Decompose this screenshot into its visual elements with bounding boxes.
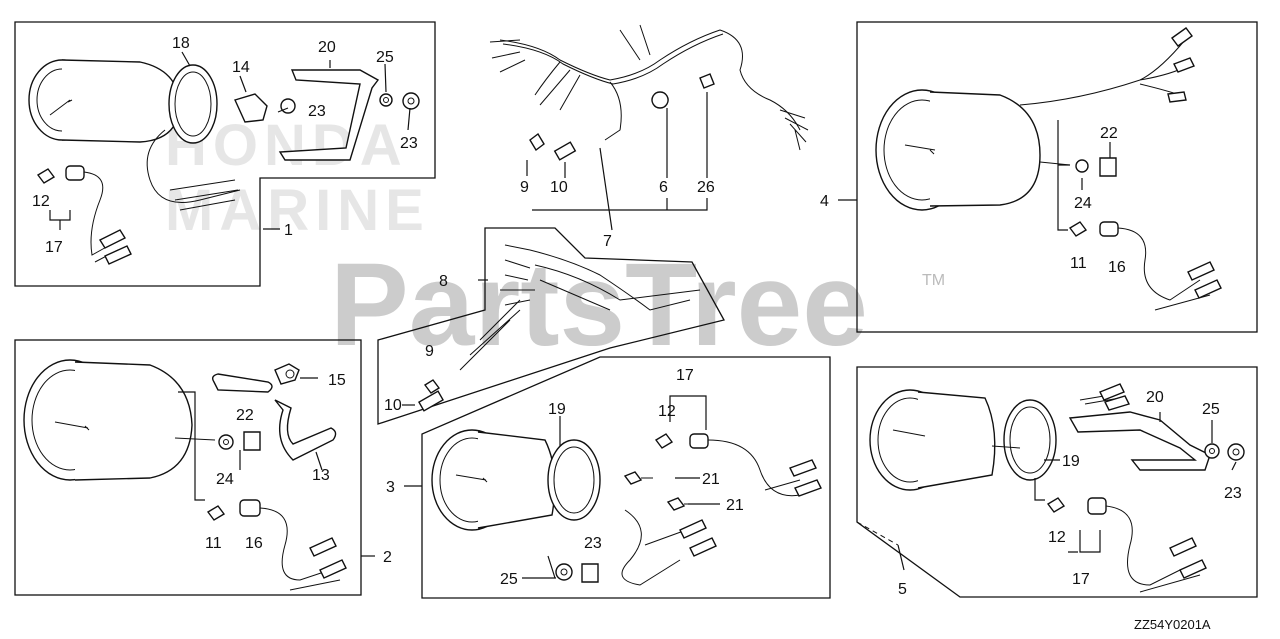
callout-3-12: 12 — [658, 403, 676, 420]
callout-3: 3 — [386, 479, 395, 496]
callout-5: 5 — [898, 581, 907, 598]
group-8-frame — [377, 227, 725, 425]
callout-2-13: 13 — [312, 467, 330, 484]
callout-4-22: 22 — [1100, 125, 1118, 142]
callout-3-25: 25 — [500, 571, 518, 588]
callout-3-21a: 21 — [702, 471, 720, 488]
group-5: 20 25 19 23 12 17 5 — [856, 366, 1258, 598]
group-3-frame — [421, 356, 831, 599]
group-5-frame — [856, 366, 1258, 598]
callout-3-17: 17 — [676, 367, 694, 384]
diagram-code: ZZ54Y0201A — [1134, 617, 1211, 632]
group-1-frame — [14, 21, 436, 287]
callout-14: 14 — [232, 59, 250, 76]
callout-25: 25 — [376, 49, 394, 66]
callout-17: 17 — [45, 239, 63, 256]
group-2: 15 22 13 24 11 16 2 — [14, 339, 392, 596]
group-harness: 9 10 6 26 7 — [489, 24, 809, 250]
callout-8-10: 10 — [384, 397, 402, 414]
callout-18: 18 — [172, 35, 190, 52]
callout-20: 20 — [318, 39, 336, 56]
callout-harness-10: 10 — [550, 179, 568, 196]
callout-3-21b: 21 — [726, 497, 744, 514]
callout-3-19: 19 — [548, 401, 566, 418]
callout-harness-26: 26 — [697, 179, 715, 196]
callout-8-9: 9 — [425, 343, 434, 360]
callout-5-17: 17 — [1072, 571, 1090, 588]
watermark-faint-line2: MARINE — [165, 178, 430, 243]
callout-4-11: 11 — [1070, 255, 1087, 272]
callout-2-16: 16 — [245, 535, 263, 552]
callout-5-19: 19 — [1062, 453, 1080, 470]
callout-1: 1 — [284, 222, 293, 239]
callout-harness-7: 7 — [603, 233, 612, 250]
callout-4-24: 24 — [1074, 195, 1092, 212]
callout-5-20: 20 — [1146, 389, 1164, 406]
watermark-tm: TM — [922, 272, 945, 289]
callout-harness-9: 9 — [520, 179, 529, 196]
callout-2-11: 11 — [205, 535, 222, 552]
callout-23b: 23 — [400, 135, 418, 152]
group-3: 3 17 12 19 21 21 23 25 — [386, 356, 831, 599]
callout-2-15: 15 — [328, 372, 346, 389]
group-4-frame — [856, 21, 1258, 333]
callout-4: 4 — [820, 193, 829, 210]
group-2-frame — [14, 339, 362, 596]
group-8: 8 9 10 — [377, 227, 725, 425]
callout-harness-6: 6 — [659, 179, 668, 196]
callout-5-25: 25 — [1202, 401, 1220, 418]
callout-23a: 23 — [308, 103, 326, 120]
group-1: 18 20 14 25 23 23 12 17 1 — [14, 21, 436, 287]
callout-5-23: 23 — [1224, 485, 1242, 502]
callout-2-24: 24 — [216, 471, 234, 488]
callout-3-23: 23 — [584, 535, 602, 552]
group-4: 4 22 24 11 16 — [820, 21, 1258, 333]
callout-5-12: 12 — [1048, 529, 1066, 546]
callout-2: 2 — [383, 549, 392, 566]
callout-4-16: 16 — [1108, 259, 1126, 276]
callout-8: 8 — [439, 273, 448, 290]
callout-2-22: 22 — [236, 407, 254, 424]
callout-12: 12 — [32, 193, 50, 210]
